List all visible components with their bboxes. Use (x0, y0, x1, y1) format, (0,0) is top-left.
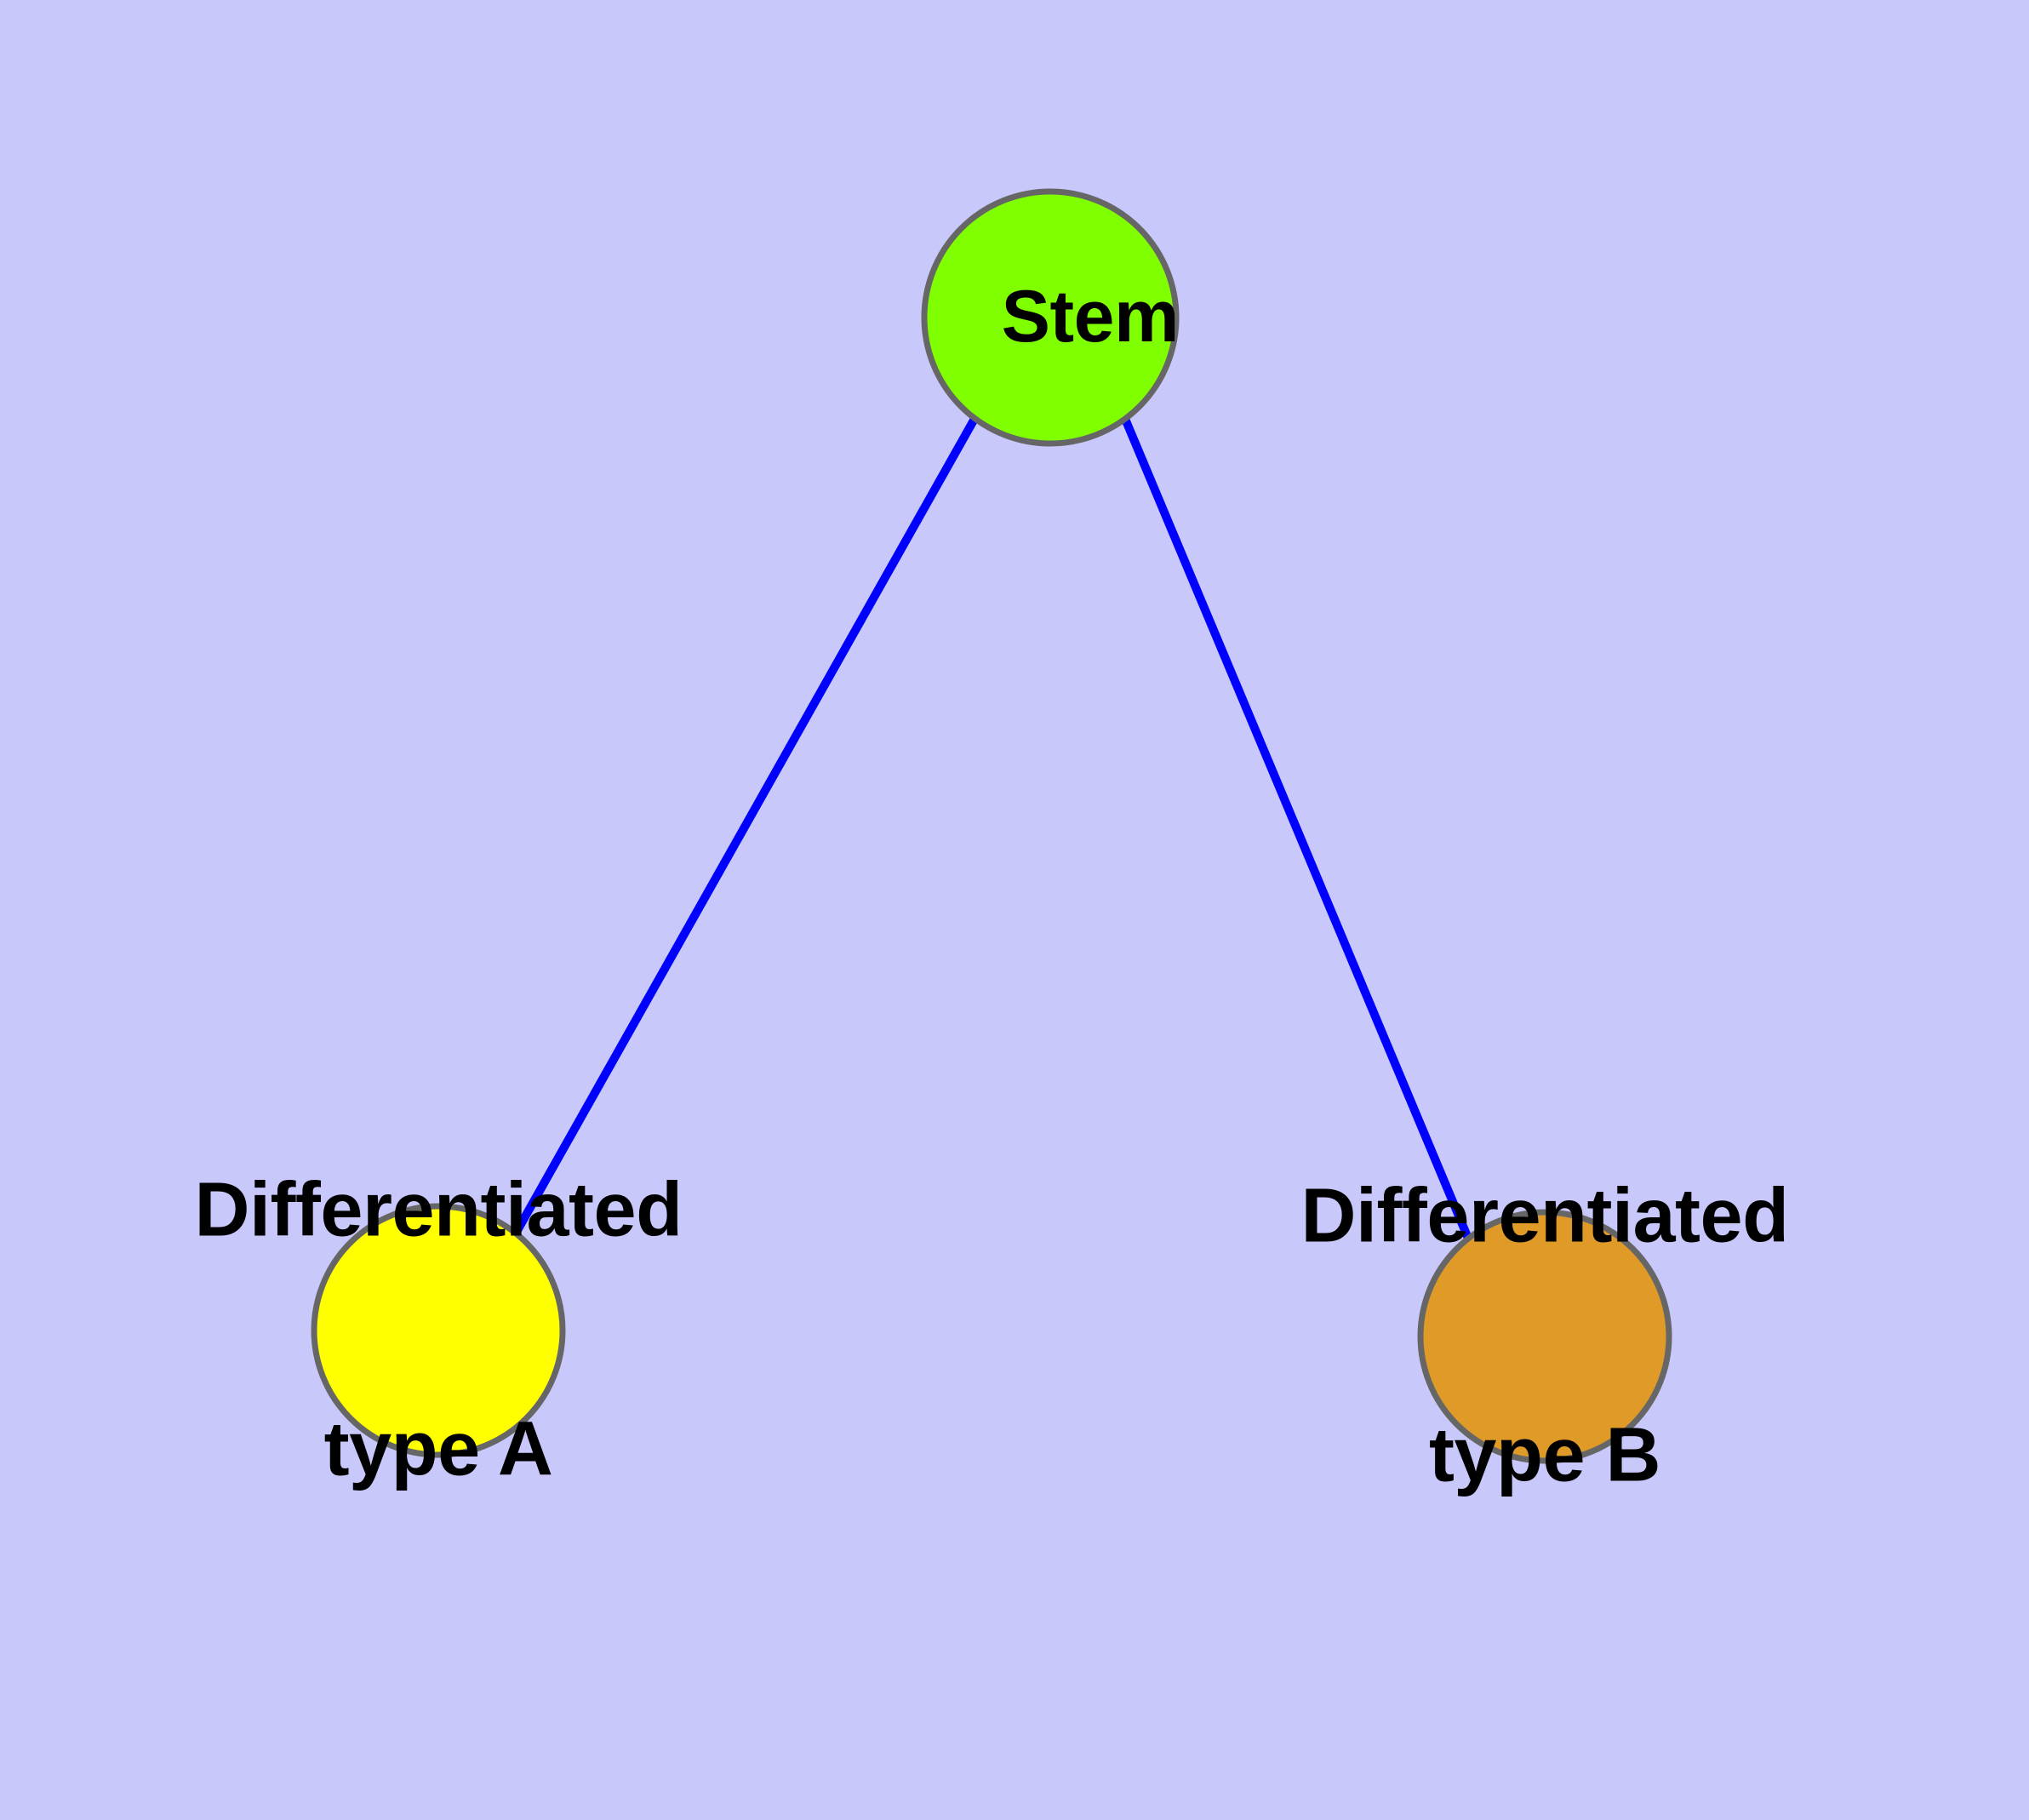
edge-stem-to-diff-a[interactable] (512, 416, 979, 1234)
edge-stem-to-diff-b[interactable] (1121, 417, 1473, 1242)
node-layer (311, 188, 1672, 1464)
node-stem[interactable] (921, 188, 1180, 447)
node-differentiated-type-b[interactable] (1417, 1209, 1672, 1464)
node-differentiated-type-a[interactable] (311, 1203, 566, 1458)
edge-layer (512, 416, 1473, 1242)
